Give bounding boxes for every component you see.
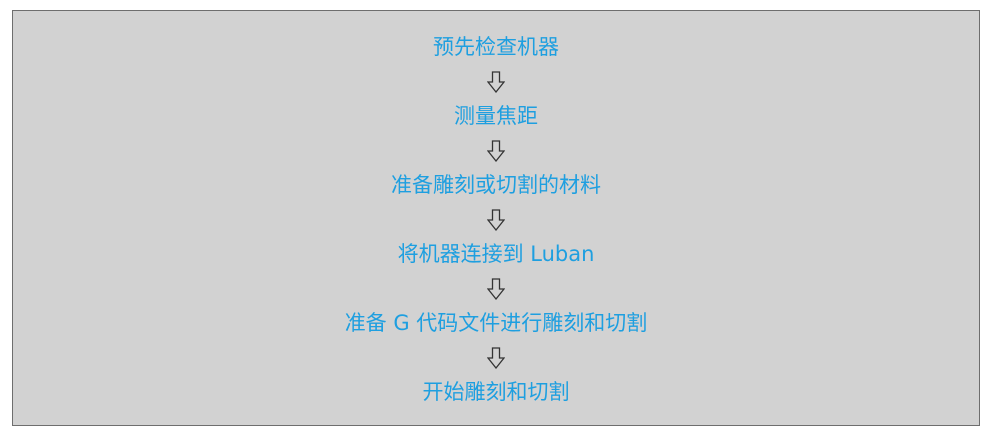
step-start-engraving: 开始雕刻和切割 [422,380,570,404]
down-arrow-icon [484,130,508,171]
flowchart-panel: 预先检查机器 测量焦距 准备雕刻或切割的材料 将机器连接到 Luban 准备 G… [12,10,980,426]
down-arrow-icon [484,199,508,240]
step-prepare-material: 准备雕刻或切割的材料 [391,173,601,197]
step-check-machine: 预先检查机器 [433,35,559,59]
down-arrow-icon [484,268,508,309]
down-arrow-icon [484,61,508,102]
step-measure-focus: 测量焦距 [454,104,538,128]
down-arrow-icon [484,337,508,378]
step-prepare-gcode: 准备 G 代码文件进行雕刻和切割 [344,311,648,335]
step-connect-luban: 将机器连接到 Luban [397,242,595,266]
